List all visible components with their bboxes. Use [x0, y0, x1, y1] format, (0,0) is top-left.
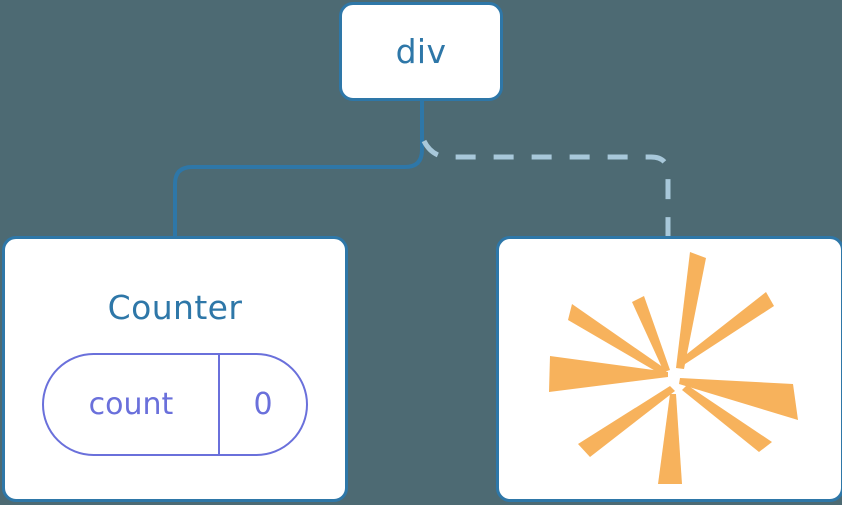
edge-div-to-sparkle	[421, 139, 671, 238]
state-pill-divider	[218, 355, 220, 454]
node-counter-label: Counter	[107, 288, 243, 327]
state-key-label: count	[88, 386, 174, 422]
state-value-label: 0	[253, 386, 273, 422]
state-pill-count[interactable]: count 0	[42, 353, 308, 456]
node-div[interactable]: div	[339, 2, 503, 101]
sparkle-burst-icon	[549, 252, 798, 484]
node-div-label: div	[395, 32, 447, 71]
node-sparkle[interactable]	[496, 236, 842, 502]
node-counter[interactable]: Counter count 0	[2, 236, 348, 502]
edge-div-to-counter	[173, 101, 424, 238]
